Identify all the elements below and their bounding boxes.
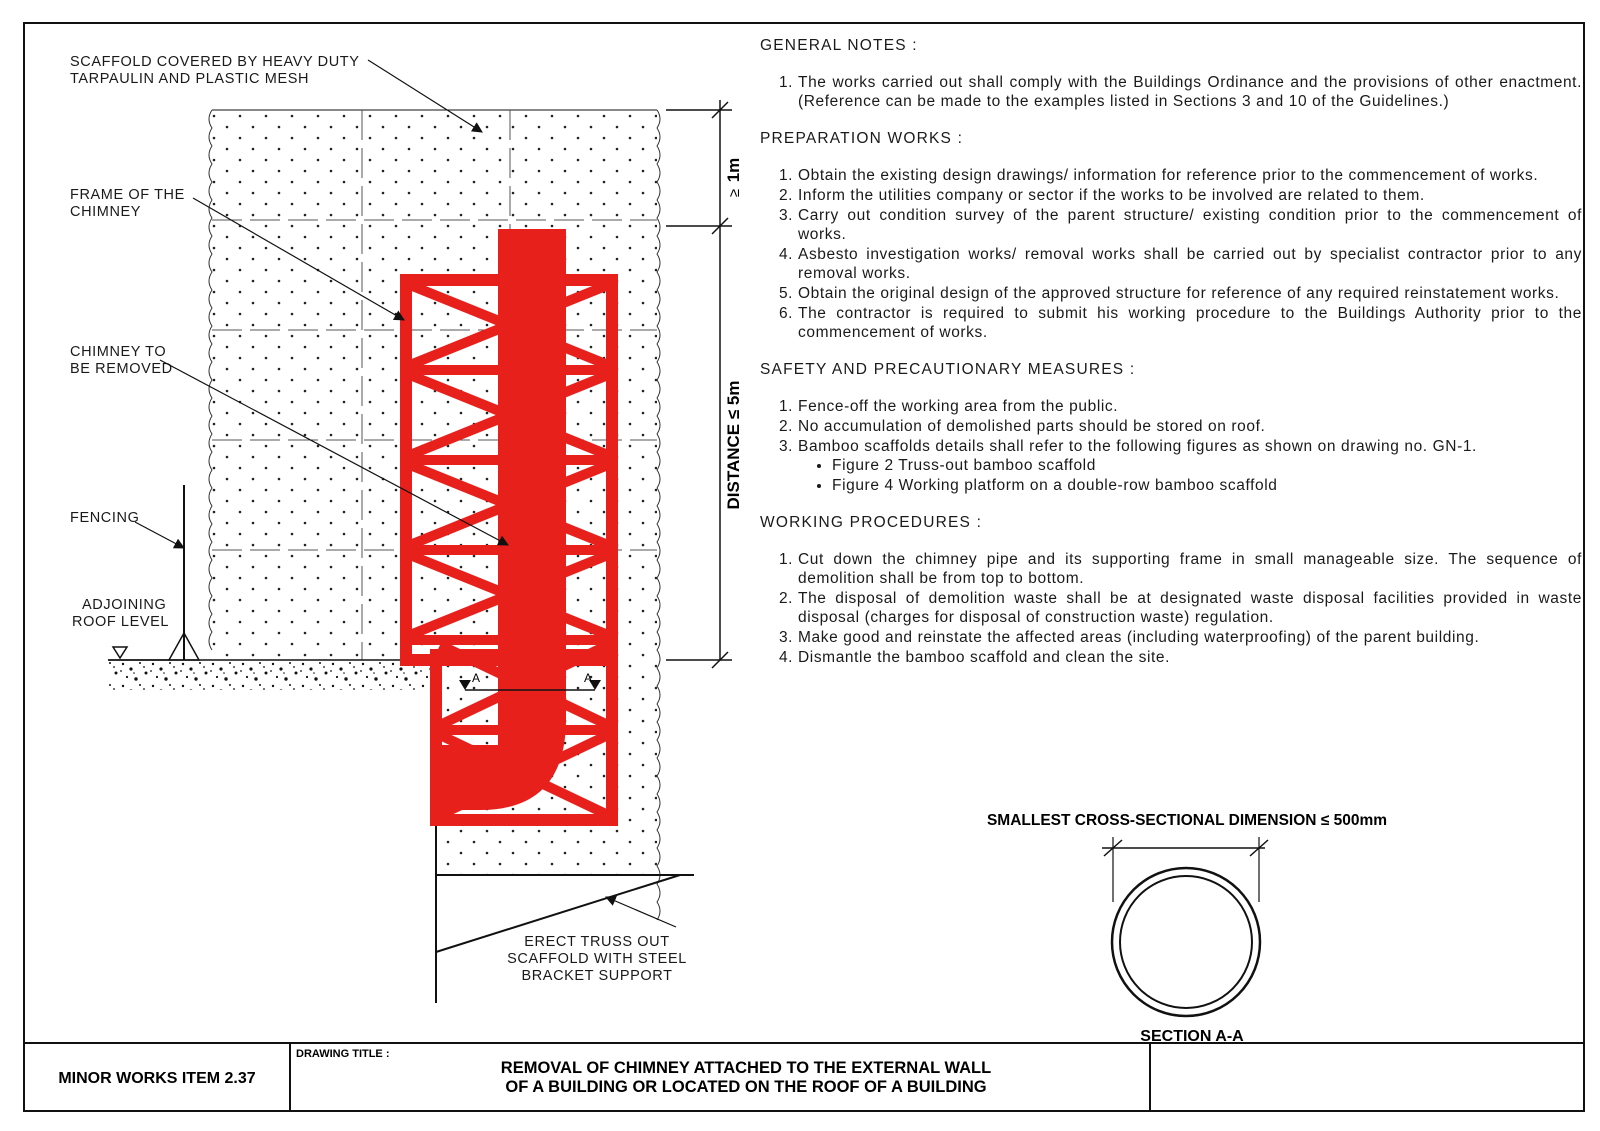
preparation-item-4: Asbesto investigation works/ removal wor… [798,245,1582,283]
general-notes-list: The works carried out shall comply with … [760,73,1582,111]
drawing-title-line-1: REMOVAL OF CHIMNEY ATTACHED TO THE EXTER… [501,1059,991,1077]
dimension-lines [666,100,732,669]
leader-lines [134,59,677,928]
pipe-section-inner [1119,875,1253,1009]
working-item-2: The disposal of demolition waste shall b… [798,589,1582,627]
working-item-4: Dismantle the bamboo scaffold and clean … [798,648,1582,667]
label-chimney-1: CHIMNEY TO [70,344,166,360]
drawing-title-label: DRAWING TITLE : [296,1048,390,1060]
roof-level-symbol [111,646,129,660]
preparation-item-5: Obtain the original design of the approv… [798,284,1582,303]
drawing-title-line-2: OF A BUILDING OR LOCATED ON THE ROOF OF … [505,1078,986,1096]
chimney-frame [400,274,618,826]
section-cut-mark: A A [459,671,601,691]
section-marker-left: A [472,671,480,685]
label-roof-level-2: ROOF LEVEL [72,614,169,630]
working-list: Cut down the chimney pipe and its suppor… [760,550,1582,667]
label-fencing: FENCING [70,510,139,526]
safety-item-3-text: Bamboo scaffolds details shall refer to … [798,438,1477,455]
preparation-list: Obtain the existing design drawings/ inf… [760,166,1582,342]
general-note-1: The works carried out shall comply with … [798,73,1582,111]
cross-section-title: SMALLEST CROSS-SECTIONAL DIMENSION ≤ 500… [987,812,1387,829]
working-heading: WORKING PROCEDURES : [760,514,983,531]
safety-item-1: Fence-off the working area from the publ… [798,397,1582,416]
label-truss-2: SCAFFOLD WITH STEEL [507,951,687,967]
safety-list: Fence-off the working area from the publ… [760,397,1582,495]
pipe-section-outer [1110,866,1262,1018]
roof-slab [108,660,436,690]
safety-subitem-2: Figure 4 Working platform on a double-ro… [832,476,1582,495]
label-scaffold-cover-2: TARPAULIN AND PLASTIC MESH [70,71,309,87]
safety-subitems: Figure 2 Truss-out bamboo scaffold Figur… [798,456,1582,495]
preparation-heading: PREPARATION WORKS : [760,130,964,147]
dim-main-value: DISTANCE ≤ 5m [724,381,743,510]
dim-top-value: 1m [724,158,743,183]
dim-top-symbol: ≥ [726,189,743,197]
safety-heading: SAFETY AND PRECAUTIONARY MEASURES : [760,361,1136,378]
general-notes-heading: GENERAL NOTES : [760,37,918,54]
label-chimney-2: BE REMOVED [70,361,173,377]
safety-subitem-1: Figure 2 Truss-out bamboo scaffold [832,456,1582,475]
label-truss-3: BRACKET SUPPORT [521,968,672,984]
label-roof-level-1: ADJOINING [82,597,166,613]
safety-item-3: Bamboo scaffolds details shall refer to … [798,437,1582,495]
section-detail: SMALLEST CROSS-SECTIONAL DIMENSION ≤ 500… [987,812,1387,1045]
label-truss-1: ERECT TRUSS OUT [524,934,669,950]
preparation-item-2: Inform the utilities company or sector i… [798,186,1582,205]
safety-item-2: No accumulation of demolished parts shou… [798,417,1582,436]
section-title: SECTION A-A [1140,1028,1244,1045]
sheet-border [23,22,1585,1112]
preparation-item-3: Carry out condition survey of the parent… [798,206,1582,244]
scaffold-right-edge [656,109,661,921]
title-block [24,1042,1584,1111]
section-marker-right: A [584,671,592,685]
working-item-3: Make good and reinstate the affected are… [798,628,1582,647]
preparation-item-1: Obtain the existing design drawings/ inf… [798,166,1582,185]
working-item-1: Cut down the chimney pipe and its suppor… [798,550,1582,588]
truss-bracket [435,874,694,953]
preparation-item-6: The contractor is required to submit his… [798,304,1582,342]
label-scaffold-cover-1: SCAFFOLD COVERED BY HEAVY DUTY [70,54,360,70]
label-frame-1: FRAME OF THE [70,187,185,203]
item-number: MINOR WORKS ITEM 2.37 [58,1070,255,1087]
label-frame-2: CHIMNEY [70,204,141,220]
notes-panel: GENERAL NOTES : The works carried out sh… [760,36,1582,685]
fencing [167,485,201,661]
